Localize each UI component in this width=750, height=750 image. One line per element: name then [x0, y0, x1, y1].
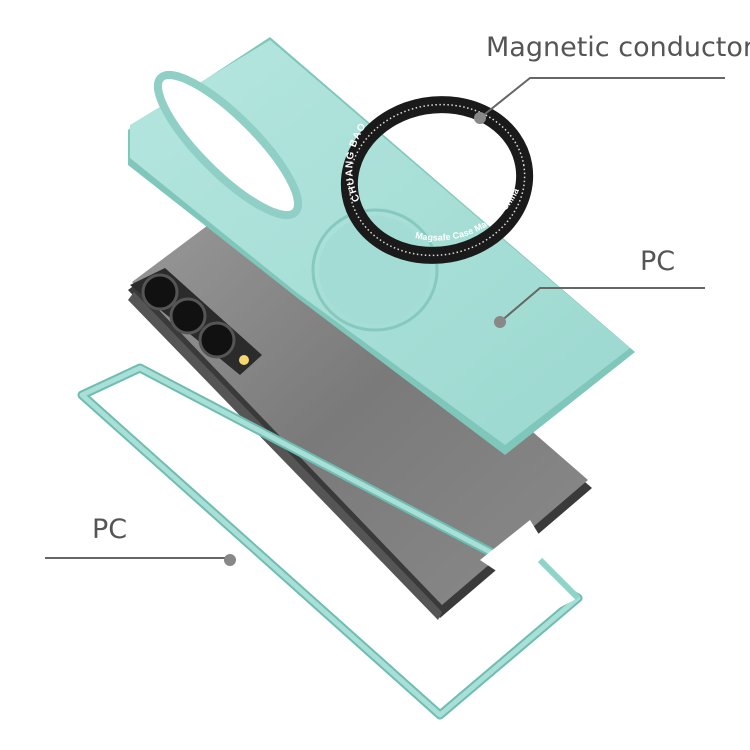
callout-lines: [45, 77, 725, 559]
camera-module: [130, 268, 262, 375]
magnetic-conductor-label: Magnetic conductor: [486, 32, 750, 63]
pc-case-label: PC: [640, 246, 676, 277]
pc-frame-label: PC: [92, 514, 128, 545]
callout-dots: [224, 112, 506, 566]
phone-body: [128, 190, 592, 620]
pc-frame: [77, 363, 583, 720]
